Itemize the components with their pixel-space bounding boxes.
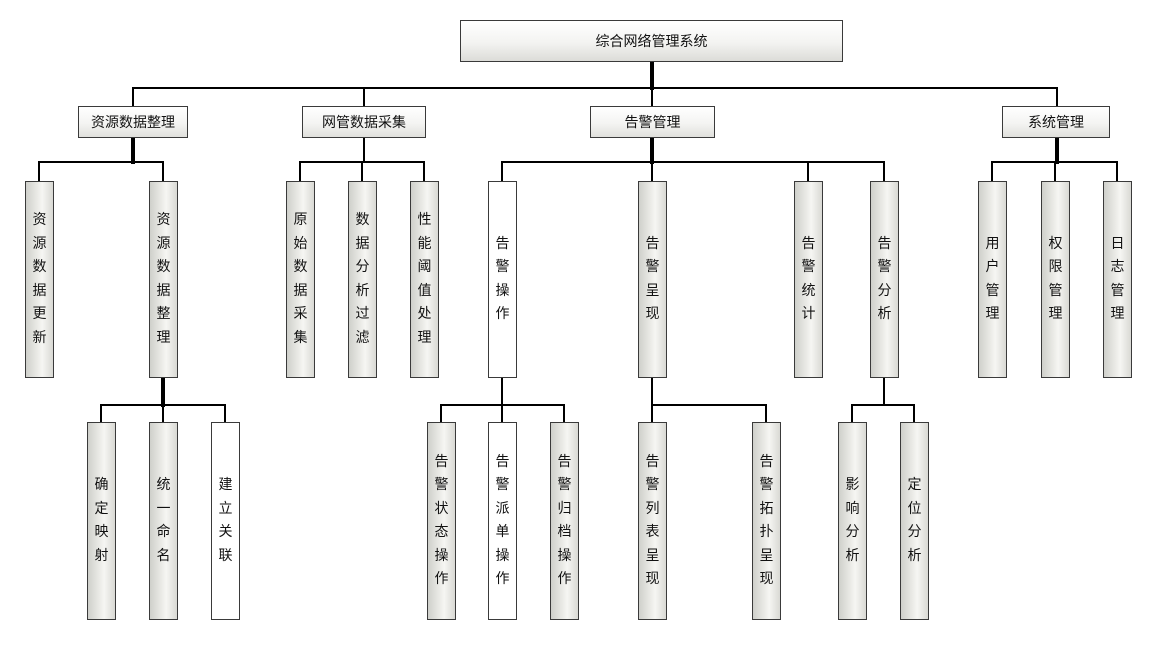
node-unified-naming: 统一命名 bbox=[149, 422, 178, 620]
node-raw-data-collection: 原始数据采集 bbox=[286, 181, 315, 378]
label: 统一命名 bbox=[156, 477, 171, 564]
node-alarm-list-display: 告警列表呈现 bbox=[638, 422, 667, 620]
root-node: 综合网络管理系统 bbox=[460, 20, 843, 62]
node-log-management: 日志管理 bbox=[1103, 181, 1132, 378]
label: 用户管理 bbox=[985, 235, 1000, 323]
node-alarm-analysis: 告警分析 bbox=[870, 181, 899, 378]
node-alarm-display: 告警呈现 bbox=[638, 181, 667, 378]
label: 数据分析过滤 bbox=[355, 212, 370, 346]
label: 告警派单操作 bbox=[495, 453, 510, 588]
node-user-management: 用户管理 bbox=[978, 181, 1007, 378]
label: 告警分析 bbox=[877, 235, 892, 323]
node-determine-mapping: 确定映射 bbox=[87, 422, 116, 620]
label: 定位分析 bbox=[907, 477, 922, 564]
label: 性能阈值处理 bbox=[417, 212, 432, 346]
node-alarm-status-operation: 告警状态操作 bbox=[427, 422, 456, 620]
node-alarm-statistics: 告警统计 bbox=[794, 181, 823, 378]
node-system-management: 系统管理 bbox=[1002, 106, 1110, 138]
label: 资源数据更新 bbox=[32, 212, 47, 346]
node-impact-analysis: 影响分析 bbox=[838, 422, 867, 620]
node-resource-data-sort: 资源数据整理 bbox=[149, 181, 178, 378]
label: 告警归档操作 bbox=[557, 453, 572, 588]
node-resource-data-update: 资源数据更新 bbox=[25, 181, 54, 378]
label: 告警统计 bbox=[801, 235, 816, 323]
label: 确定映射 bbox=[94, 477, 109, 564]
node-establish-association: 建立关联 bbox=[211, 422, 240, 620]
node-alarm-topology-display: 告警拓扑呈现 bbox=[752, 422, 781, 620]
node-alarm-archive-operation: 告警归档操作 bbox=[550, 422, 579, 620]
label: 建立关联 bbox=[218, 477, 233, 564]
node-alarm-dispatch-operation: 告警派单操作 bbox=[488, 422, 517, 620]
label: 资源数据整理 bbox=[156, 212, 171, 346]
label: 告警呈现 bbox=[645, 235, 660, 323]
node-location-analysis: 定位分析 bbox=[900, 422, 929, 620]
label: 告警操作 bbox=[495, 235, 510, 323]
label: 告警状态操作 bbox=[434, 453, 449, 588]
node-resource-data-sorting: 资源数据整理 bbox=[78, 106, 188, 138]
label: 权限管理 bbox=[1048, 235, 1063, 323]
label: 日志管理 bbox=[1110, 235, 1125, 323]
label: 原始数据采集 bbox=[293, 212, 308, 346]
node-alarm-operation: 告警操作 bbox=[488, 181, 517, 378]
label: 告警列表呈现 bbox=[645, 453, 660, 588]
node-performance-threshold: 性能阈值处理 bbox=[410, 181, 439, 378]
node-permission-management: 权限管理 bbox=[1041, 181, 1070, 378]
node-alarm-management: 告警管理 bbox=[590, 106, 715, 138]
node-data-analysis-filter: 数据分析过滤 bbox=[348, 181, 377, 378]
node-nms-data-collection: 网管数据采集 bbox=[302, 106, 426, 138]
label: 告警拓扑呈现 bbox=[759, 453, 774, 588]
label: 影响分析 bbox=[845, 477, 860, 564]
